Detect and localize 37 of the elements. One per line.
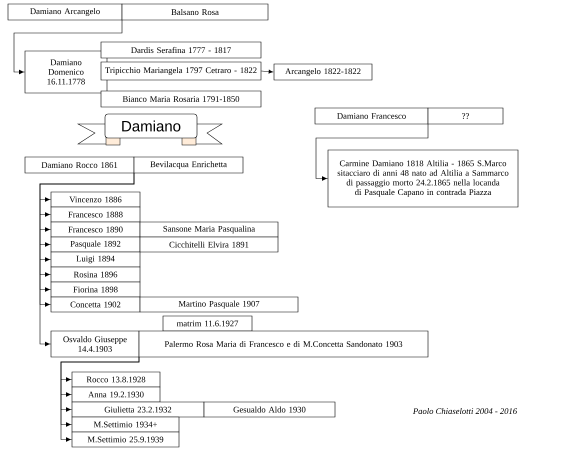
text-box: Giulietta 23.2.1932 xyxy=(72,402,204,418)
text-box: Anna 19.2.1930 xyxy=(72,386,160,402)
text-box: Damiano Rocco 1861 xyxy=(24,156,134,174)
signature-text: Paolo Chiaselotti 2004 - 2016 xyxy=(412,408,518,414)
text-box: Rosina 1896 xyxy=(50,266,140,282)
text-box: Fiorina 1898 xyxy=(50,282,140,298)
text-box: Sansone Maria Pasqualina xyxy=(140,222,278,238)
connector-arrow xyxy=(261,70,273,74)
connector-arrow xyxy=(14,20,122,74)
text-box: M.Settimio 25.9.1939 xyxy=(72,432,180,448)
text-box: Luigi 1894 xyxy=(50,252,140,268)
connector-arrow xyxy=(316,124,428,181)
ribbon-banner: Damiano xyxy=(78,114,222,146)
text-box: Dardis Serafina 1777 - 1817 xyxy=(100,42,262,58)
text-box: ?? xyxy=(428,108,504,124)
text-box: Martino Pasquale 1907 xyxy=(140,296,298,312)
text-box: Francesco 1890 xyxy=(50,222,140,238)
text-box: Balsano Rosa xyxy=(122,4,268,20)
text-box: M.Settimio 1934+ xyxy=(72,416,180,432)
text-box: Francesco 1888 xyxy=(50,206,140,222)
text-box: Concetta 1902 xyxy=(50,296,140,312)
text-box: Carmine Damiano 1818 Altilia - 1865 S.Marco sitacciaro di anni 48 nato ad Altilia a Sammarco di passaggio morto 24.2.1865 nella locanda di Pasquale Capano in contrada Piazza xyxy=(328,150,518,208)
connector-arrow xyxy=(60,356,140,442)
text-box: Arcangelo 1822-1822 xyxy=(274,64,372,80)
text-box: Tripicchio Mariangela 1797 Cetraro - 1822 xyxy=(100,62,262,80)
text-box: Gesualdo Aldo 1930 xyxy=(204,402,336,418)
text-box: Damiano Arcangelo xyxy=(8,4,122,20)
text-box: Bianco Maria Rosaria 1791-1850 xyxy=(100,90,262,108)
text-box: matrim 11.6.1927 xyxy=(162,316,252,332)
text-box: Bevilacqua Enrichetta xyxy=(134,156,244,174)
text-box: Osvaldo Giuseppe 14.4.1903 xyxy=(50,330,140,358)
connector-arrow xyxy=(40,172,134,346)
text-box: Vincenzo 1886 xyxy=(50,192,140,208)
text-box: Rocco 13.8.1928 xyxy=(72,372,160,388)
text-box: Pasquale 1892 xyxy=(50,236,140,252)
text-box: Cicchitelli Elvira 1891 xyxy=(140,236,278,252)
text-box: Damiano Francesco xyxy=(314,108,428,124)
